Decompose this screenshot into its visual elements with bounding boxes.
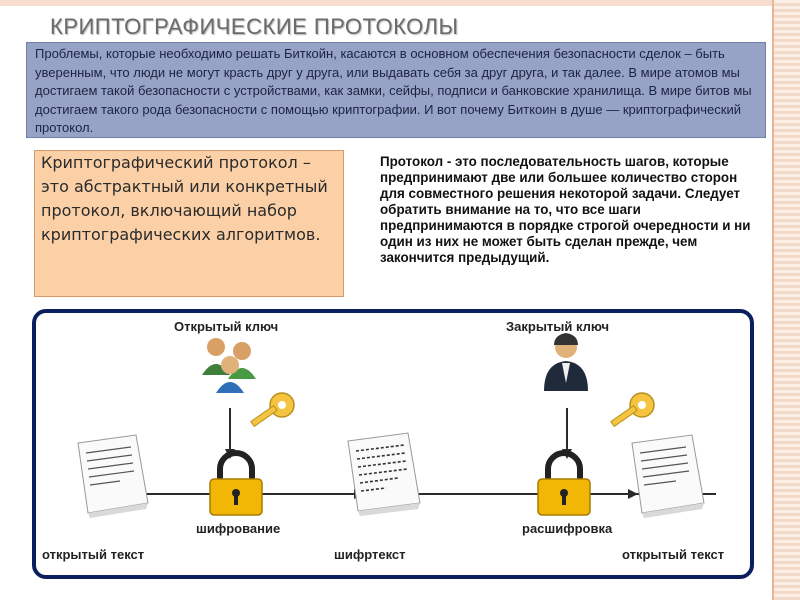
definition-term: Криптографический протокол bbox=[41, 153, 298, 172]
lock-icon-encrypt bbox=[210, 453, 262, 515]
key-icon-private bbox=[611, 393, 654, 426]
encrypt-label: шифрование bbox=[196, 521, 280, 536]
users-icon bbox=[202, 338, 256, 393]
document-icon-ciphertext bbox=[348, 433, 420, 516]
document-icon-plaintext-2 bbox=[632, 435, 704, 518]
lock-icon-decrypt bbox=[538, 453, 590, 515]
decrypt-label: расшифровка bbox=[522, 521, 612, 536]
page-title: КРИПТОГРАФИЧЕСКИЕ ПРОТОКОЛЫ bbox=[50, 14, 458, 40]
diagram-graphics bbox=[36, 313, 750, 575]
ciphertext-label: шифртекст bbox=[334, 547, 406, 562]
person-icon bbox=[544, 333, 588, 391]
slide-right-border bbox=[772, 0, 800, 600]
definition-box: Криптографический протокол – это абстрак… bbox=[34, 150, 344, 297]
slide-top-border bbox=[0, 0, 774, 6]
intro-text: Проблемы, которые необходимо решать Битк… bbox=[35, 46, 752, 135]
plaintext-label-right: открытый текст bbox=[622, 547, 724, 562]
key-icon-public bbox=[251, 393, 294, 426]
private-key-label: Закрытый ключ bbox=[506, 319, 609, 334]
arrow-head-2 bbox=[628, 489, 638, 499]
protocol-text: - это последовательность шагов, которые … bbox=[380, 154, 751, 265]
plaintext-label-left: открытый текст bbox=[42, 547, 144, 562]
public-key-label: Открытый ключ bbox=[174, 319, 278, 334]
intro-box: Проблемы, которые необходимо решать Битк… bbox=[26, 42, 766, 138]
protocol-term: Протокол bbox=[380, 154, 443, 169]
document-icon-plaintext-1 bbox=[78, 435, 148, 518]
protocol-definition: Протокол - это последовательность шагов,… bbox=[380, 154, 755, 266]
encryption-diagram: Открытый ключ Закрытый ключ шифрование р… bbox=[32, 309, 754, 579]
